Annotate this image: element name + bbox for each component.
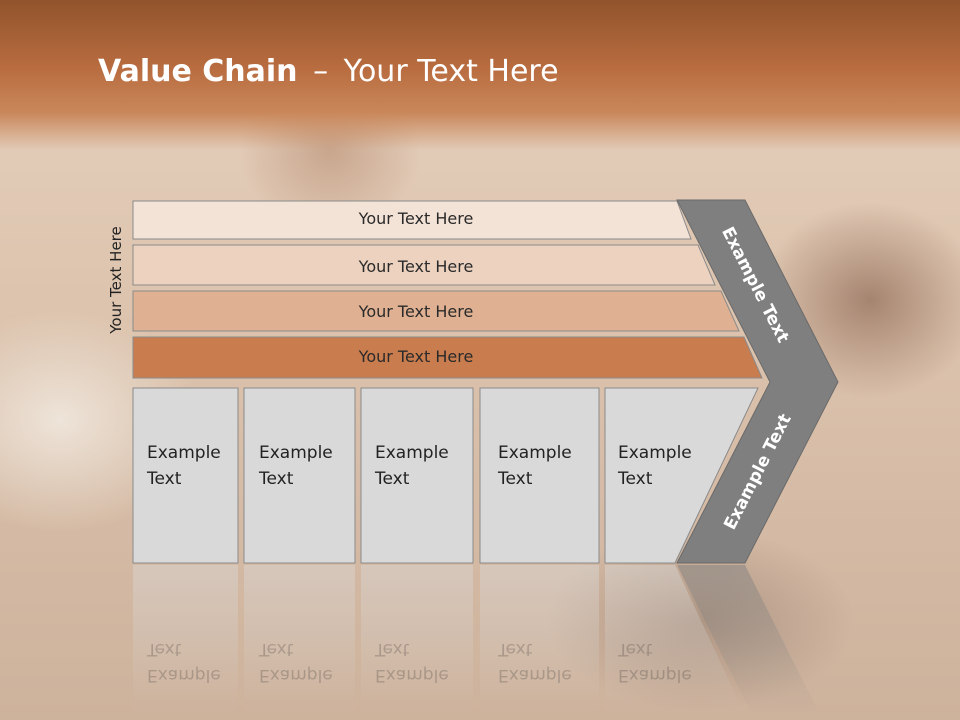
box-4-refl-line2: Text (498, 639, 533, 659)
box-3 (360, 387, 474, 564)
box-4-text: Example Text (498, 440, 572, 492)
box-3-line2: Text (375, 469, 410, 489)
box-5-line1: Example (618, 443, 692, 463)
bar-4-label: Your Text Here (358, 347, 474, 366)
box-3-refl-line1: Example (375, 665, 449, 685)
chevron-reflection (677, 565, 820, 715)
box-4-text-reflection: Example Text (498, 636, 572, 688)
box-3-line1: Example (375, 443, 449, 463)
box-5-refl-line1: Example (618, 665, 692, 685)
header-band (0, 0, 960, 150)
box-2-text: Example Text (259, 440, 333, 492)
box-5-line2: Text (618, 469, 653, 489)
box-1-refl-line2: Text (147, 639, 182, 659)
box-2-reflection (244, 565, 355, 715)
box-1-line2: Text (147, 469, 182, 489)
box-1-text-reflection: Example Text (147, 636, 221, 688)
box-4 (479, 387, 600, 564)
chevron-shape (676, 199, 839, 564)
title-bold: Value Chain (98, 54, 298, 89)
box-4-line1: Example (498, 443, 572, 463)
title-rest: Your Text Here (343, 54, 559, 89)
box-1-reflection (133, 565, 238, 715)
box-4-refl-line1: Example (498, 665, 572, 685)
box-2-refl-line1: Example (259, 665, 333, 685)
box-5-reflection (605, 565, 745, 715)
box-1-line1: Example (147, 443, 221, 463)
box-3-refl-line2: Text (375, 639, 410, 659)
bar-1-label: Your Text Here (358, 209, 474, 228)
box-5-text: Example Text (618, 440, 692, 492)
bar-1 (132, 200, 692, 240)
box-4-line2: Text (498, 469, 533, 489)
box-2-line1: Example (259, 443, 333, 463)
box-4-reflection (480, 565, 599, 715)
box-1 (132, 387, 239, 564)
bar-4 (132, 336, 763, 379)
box-2-refl-line2: Text (259, 639, 294, 659)
box-3-text: Example Text (375, 440, 449, 492)
box-1-refl-line1: Example (147, 665, 221, 685)
slide-title: Value Chain – Your Text Here (98, 54, 559, 89)
bar-3 (132, 290, 740, 332)
box-5-text-reflection: Example Text (618, 636, 692, 688)
box-1-text: Example Text (147, 440, 221, 492)
bar-2 (132, 244, 716, 286)
box-2-text-reflection: Example Text (259, 636, 333, 688)
box-5 (604, 387, 759, 564)
bar-2-label: Your Text Here (358, 257, 474, 276)
box-3-reflection (361, 565, 473, 715)
box-2 (243, 387, 356, 564)
box-2-line2: Text (259, 469, 294, 489)
box-3-text-reflection: Example Text (375, 636, 449, 688)
bar-3-label: Your Text Here (358, 302, 474, 321)
title-separator: – (313, 54, 329, 89)
box-5-refl-line2: Text (618, 639, 653, 659)
